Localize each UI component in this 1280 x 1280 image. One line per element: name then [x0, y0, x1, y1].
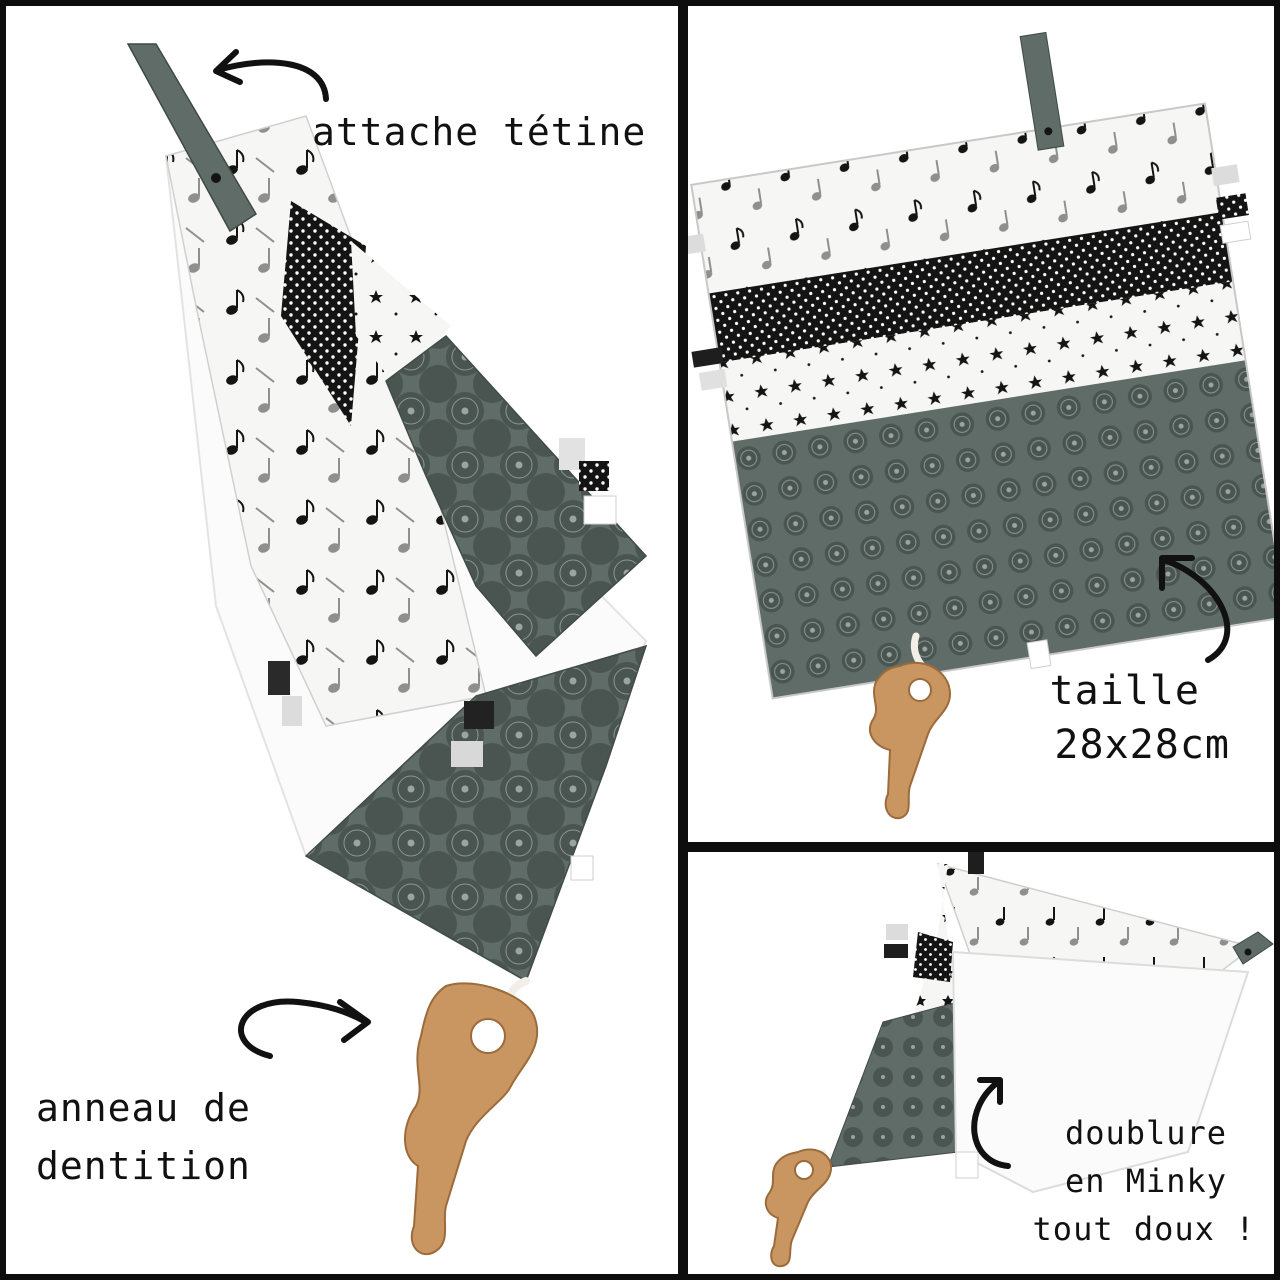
brand-label — [955, 1151, 979, 1179]
wooden-teether — [764, 1148, 833, 1268]
caption-lining-line3: tout doux ! — [1032, 1210, 1256, 1248]
caption-teether-line2: dentition — [36, 1144, 251, 1188]
ribbon-tab — [688, 233, 706, 256]
brand-label — [1026, 639, 1052, 670]
caption-lining-line2: en Minky — [1064, 1162, 1228, 1200]
ribbon-tab — [268, 661, 290, 695]
caption-size-line1: taille — [1049, 668, 1200, 714]
ribbon-tab — [884, 944, 908, 958]
ribbon-tab — [698, 368, 728, 391]
doudou-flat-photo — [688, 31, 1274, 820]
brand-label — [570, 855, 594, 881]
ribbon-tab — [691, 347, 724, 368]
curved-arrow-icon — [971, 1077, 1011, 1169]
minky-lining — [951, 950, 1250, 1194]
pacifier-strap — [126, 43, 258, 233]
snap-button — [211, 173, 221, 183]
doudou-folded-photo — [126, 43, 648, 1256]
panel-top-right: taille 28x28cm — [688, 6, 1274, 842]
ribbon-tab — [1215, 193, 1249, 220]
ribbon-tab — [583, 495, 617, 525]
ribbon-tab — [579, 461, 609, 491]
ribbon-tab — [1211, 164, 1240, 187]
curved-arrow-icon — [213, 49, 329, 102]
ribbon-tab — [464, 701, 494, 729]
doudou-minky-lining-photo — [764, 852, 1274, 1268]
pacifier-strap — [1232, 931, 1274, 965]
snap-button — [1044, 127, 1053, 136]
ribbon-tab — [968, 852, 984, 874]
wooden-teether — [404, 982, 539, 1256]
caption-size-line2: 28x28cm — [1054, 722, 1230, 768]
caption-teether-line1: anneau de — [36, 1086, 251, 1130]
pacifier-strap — [1019, 31, 1065, 151]
curved-arrow-icon — [238, 998, 371, 1059]
caption-lining-line1: doublure — [1064, 1114, 1228, 1152]
panel-bottom-right: doublure en Minky tout doux ! — [688, 852, 1274, 1274]
snap-button — [1244, 948, 1252, 956]
wooden-teether — [869, 661, 952, 820]
ribbon-tab — [451, 741, 483, 767]
ribbon-tab — [886, 924, 908, 940]
ribbon-tab — [282, 696, 302, 726]
ribbon-tab — [1219, 220, 1252, 244]
panel-left: attache tétine anneau de dentition — [6, 6, 678, 1274]
caption-pacifier-attachment: attache tétine — [312, 110, 647, 154]
curved-arrow-icon — [1159, 555, 1231, 663]
